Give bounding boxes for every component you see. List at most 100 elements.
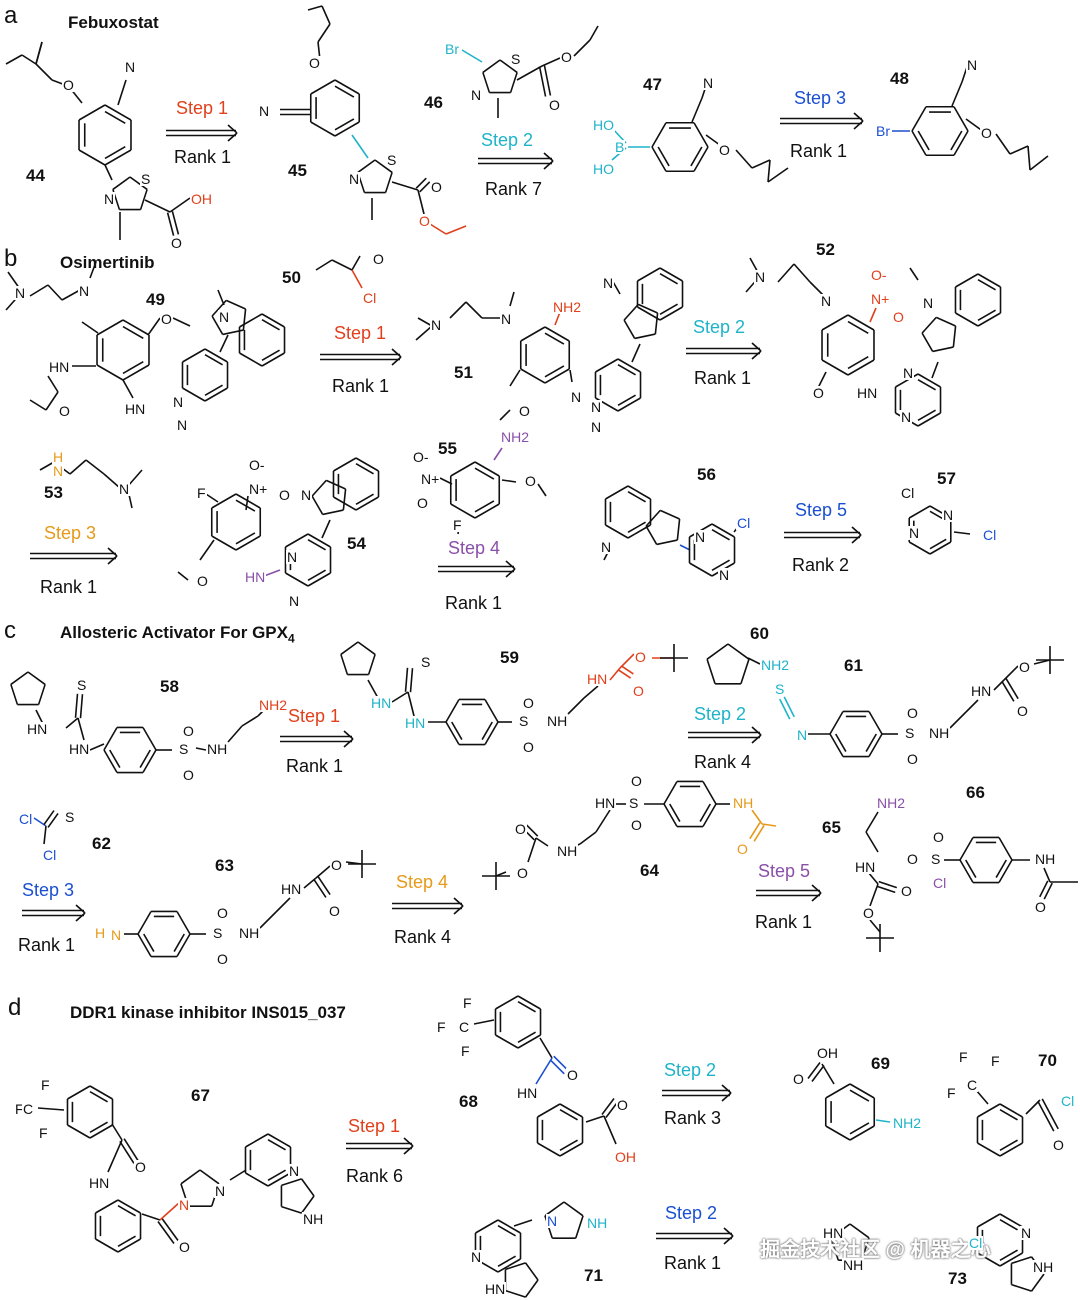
rank-label-c1: Rank 1 [286, 756, 344, 776]
ring-bond [103, 727, 118, 751]
atom-label-n: N [966, 57, 979, 73]
atom-label-n: N [218, 309, 231, 325]
ring-bond [634, 333, 656, 340]
ring-bond [495, 1034, 519, 1049]
ring-bond [474, 503, 500, 519]
bond [609, 667, 621, 681]
bond [541, 57, 561, 67]
ring-bond [821, 359, 849, 376]
chain-bond [69, 459, 87, 475]
compound-number-49: 49 [146, 290, 165, 309]
atom-label-nplus: N+ [420, 471, 441, 487]
aromatic-bond [977, 309, 996, 321]
ring-bond [129, 176, 148, 191]
compound-number-48: 48 [890, 69, 909, 88]
chain-bond [445, 225, 467, 235]
chain-bond [1027, 145, 1031, 171]
ring-bond [868, 733, 883, 757]
atom-label-hn: HN [516, 1085, 539, 1101]
ring-bond [977, 1103, 1001, 1118]
ring-bond [999, 1103, 1023, 1118]
atom-label-o: O [216, 905, 229, 921]
ring-bond [977, 1142, 1001, 1157]
ring-bond [932, 346, 954, 353]
ring-bond [999, 1252, 1023, 1267]
reaction-arrow-c2 [751, 726, 762, 736]
compound-number-65: 65 [822, 818, 841, 837]
double-bond [753, 824, 765, 842]
ring-bond [499, 59, 518, 74]
compound-number-52: 52 [816, 240, 835, 259]
ring-bond [355, 457, 379, 472]
atom-label-o: O [634, 649, 647, 665]
aromatic-bond [999, 1109, 1018, 1121]
ring-bond [509, 72, 518, 93]
atom-label-s: S [930, 851, 942, 867]
compound-number-64: 64 [640, 861, 659, 880]
aromatic-bond [659, 273, 678, 285]
aromatic-bond [617, 364, 636, 376]
ring-bond [544, 1201, 565, 1217]
bond [817, 371, 827, 389]
ring-bond [357, 641, 376, 656]
atom-label-br: Br [444, 41, 460, 57]
bond [407, 691, 415, 717]
atom-label-o: O [62, 77, 75, 93]
ring-bond [860, 1237, 870, 1261]
atom-label-nh: NH [928, 725, 951, 741]
ring-bond [605, 524, 629, 539]
chain-bond [275, 897, 291, 913]
ring-bond [484, 699, 499, 723]
step-label-b5: Step 5 [795, 500, 848, 520]
bond [77, 717, 85, 741]
atom-label-o: O [178, 1239, 191, 1255]
ring-bond [740, 658, 750, 685]
ring-bond [663, 803, 678, 827]
reaction-arrow-c5 [811, 892, 822, 902]
chain-bond [29, 284, 49, 297]
atom-label-n: N [52, 463, 65, 479]
bond [499, 409, 511, 421]
bond [909, 267, 919, 281]
double-bond [1041, 1098, 1059, 1130]
double-bond [618, 669, 632, 679]
atom-label-br: Br [875, 123, 891, 139]
ring-bond [475, 1219, 499, 1234]
chain-bond [965, 699, 979, 713]
aromatic-bond [669, 803, 681, 822]
atom-label-cl: Cl [900, 485, 916, 501]
ring-bond [911, 106, 927, 132]
bond [535, 837, 549, 847]
ring-bond [180, 1169, 201, 1185]
atom-label-n: N [78, 283, 91, 299]
chain-bond [793, 263, 811, 283]
double-bond [161, 1218, 179, 1242]
rank-label-a1: Rank 1 [174, 147, 232, 167]
aromatic-bond [977, 279, 996, 291]
ring-bond [1011, 1283, 1032, 1292]
ring-bond [333, 496, 357, 511]
chain-bond [29, 399, 47, 411]
bond [89, 261, 97, 279]
atom-label-nh2: NH2 [258, 697, 289, 713]
chain-bond [735, 149, 753, 169]
chain-bond [767, 167, 789, 183]
atom-label-hn: HN [88, 1175, 111, 1191]
double-bond [543, 65, 552, 96]
aromatic-bond [235, 499, 256, 512]
bond [869, 919, 881, 933]
double-bond [1037, 1100, 1055, 1132]
ring-bond [495, 995, 519, 1010]
ring-bond [342, 488, 347, 511]
ring-bond [544, 368, 570, 384]
ring-bond [830, 1237, 840, 1261]
atom-label-cl: Cl [18, 811, 34, 827]
atom-label-nh: NH [546, 713, 569, 729]
compound-number-59: 59 [500, 648, 519, 667]
aromatic-bond [917, 379, 936, 391]
atom-label-o: O [566, 1067, 579, 1083]
atom-label-cl: Cl [736, 515, 752, 531]
atom-label-s: S [140, 171, 152, 187]
atom-label-f: F [946, 1085, 957, 1101]
atom-label-oh: OH [816, 1045, 839, 1061]
